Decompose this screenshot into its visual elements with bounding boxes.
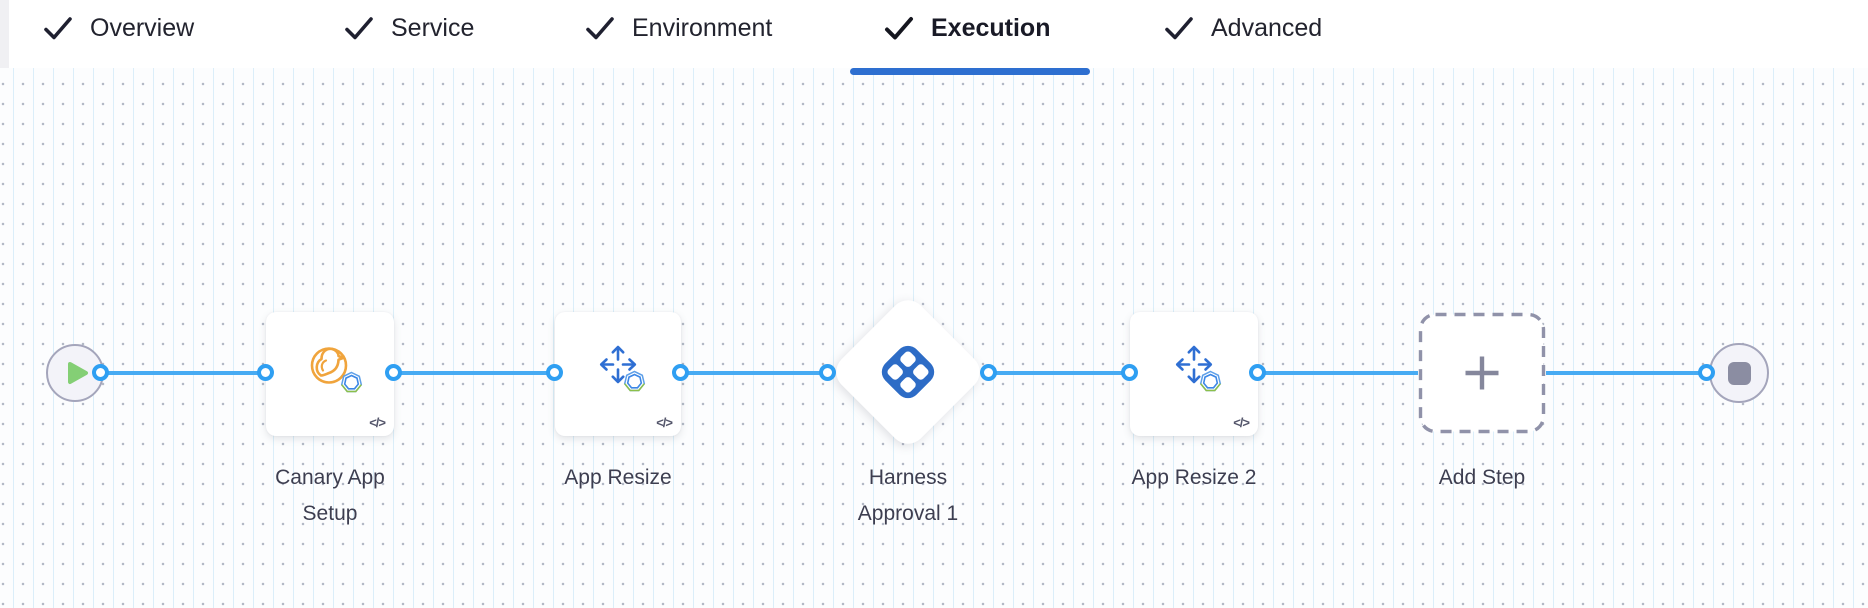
- edge: [394, 371, 555, 375]
- harness-logo-icon: [881, 345, 935, 399]
- resize-icon: [1175, 345, 1213, 383]
- connector-port[interactable]: [819, 364, 836, 381]
- edge: [989, 371, 1130, 375]
- connector-port[interactable]: [546, 364, 563, 381]
- active-tab-underline: [850, 68, 1090, 75]
- connector-port[interactable]: [1698, 364, 1715, 381]
- plus-icon: [1465, 356, 1499, 390]
- stop-icon: [1727, 361, 1751, 385]
- code-icon: </>: [369, 415, 386, 430]
- check-icon: [885, 16, 913, 39]
- check-icon: [44, 16, 72, 39]
- step-tabbar: Overview Service Environment Execution A…: [0, 0, 1868, 68]
- edge: [1546, 371, 1707, 375]
- edge: [1258, 371, 1418, 375]
- tab-environment[interactable]: Environment: [585, 8, 772, 48]
- step-app-resize-2[interactable]: </>: [1130, 312, 1258, 436]
- execution-graph-canvas[interactable]: </> </>: [0, 68, 1868, 608]
- connector-port[interactable]: [385, 364, 402, 381]
- edge: [101, 371, 266, 375]
- tab-execution[interactable]: Execution: [884, 8, 1050, 48]
- play-icon: [67, 362, 88, 384]
- resize-icon: [599, 345, 637, 383]
- step-label: App Resize: [564, 466, 672, 489]
- tab-label: Advanced: [1211, 13, 1323, 42]
- tab-service[interactable]: Service: [344, 8, 474, 48]
- code-icon: </>: [656, 415, 673, 430]
- tab-label: Environment: [632, 13, 773, 42]
- add-step-button[interactable]: [1418, 312, 1546, 434]
- connector-port[interactable]: [980, 364, 997, 381]
- connector-port[interactable]: [672, 364, 689, 381]
- connector-port[interactable]: [1249, 364, 1266, 381]
- step-app-resize[interactable]: </>: [555, 312, 681, 436]
- service-heptagon-icon: [1199, 370, 1222, 391]
- tab-label: Execution: [931, 13, 1051, 42]
- step-label: App Resize 2: [1131, 466, 1257, 489]
- edge: [681, 371, 828, 375]
- check-icon: [1165, 16, 1193, 39]
- tab-label: Overview: [90, 13, 195, 42]
- connector-port[interactable]: [92, 364, 109, 381]
- step-label: Canary App Setup: [275, 466, 385, 525]
- check-icon: [586, 16, 614, 39]
- step-label: Add Step: [1438, 466, 1526, 489]
- service-heptagon-icon: [340, 371, 363, 392]
- tab-label: Service: [391, 13, 475, 42]
- service-heptagon-icon: [623, 370, 646, 391]
- canary-icon: [310, 346, 348, 384]
- pipeline-end-node[interactable]: [1709, 343, 1769, 403]
- step-label: Harness Approval 1: [857, 466, 959, 525]
- tab-advanced[interactable]: Advanced: [1164, 8, 1322, 48]
- connector-port[interactable]: [257, 364, 274, 381]
- tab-overview[interactable]: Overview: [43, 8, 194, 48]
- code-icon: </>: [1233, 415, 1250, 430]
- connector-port[interactable]: [1121, 364, 1138, 381]
- tabbar-left-edge: [0, 0, 9, 68]
- check-icon: [345, 16, 373, 39]
- step-canary-app-setup[interactable]: </>: [266, 312, 394, 436]
